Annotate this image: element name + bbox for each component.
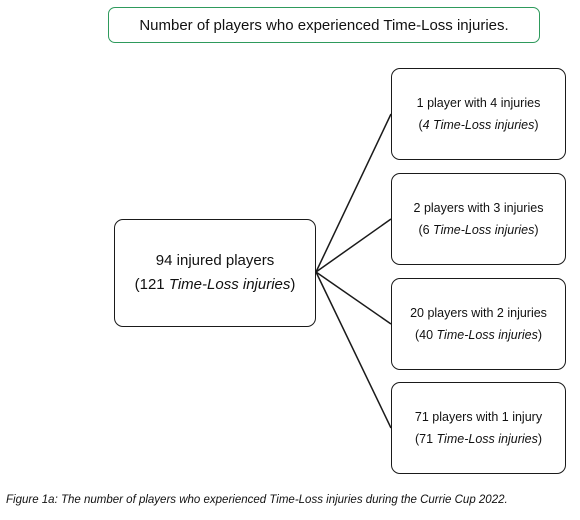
leaf-node-main: 71 players with 1 injury [414, 410, 543, 424]
leaf-node-3: 20 players with 2 injuries (40 Time-Loss… [391, 278, 566, 370]
leaf-node-4: 71 players with 1 injury (71 Time-Loss i… [391, 382, 566, 474]
leaf-node-main: 2 players with 3 injuries [413, 201, 544, 215]
connector-line-4 [315, 271, 392, 429]
figure-caption: Figure 1a: The number of players who exp… [6, 494, 508, 506]
leaf-node-sub: (4 Time-Loss injuries) [418, 118, 539, 132]
root-node: 94 injured players (121 Time-Loss injuri… [114, 219, 316, 327]
root-node-sub: (121 Time-Loss injuries) [134, 276, 296, 293]
leaf-node-sub: (40 Time-Loss injuries) [414, 328, 543, 342]
diagram-title: Number of players who experienced Time-L… [108, 7, 540, 43]
connector-line-2 [315, 218, 392, 273]
leaf-node-1: 1 player with 4 injuries (4 Time-Loss in… [391, 68, 566, 160]
leaf-node-sub: (71 Time-Loss injuries) [414, 432, 543, 446]
leaf-node-main: 20 players with 2 injuries [410, 306, 547, 320]
leaf-node-sub: (6 Time-Loss injuries) [418, 223, 539, 237]
diagram-title-text: Number of players who experienced Time-L… [139, 16, 509, 34]
connector-line-3 [315, 271, 392, 325]
leaf-node-2: 2 players with 3 injuries (6 Time-Loss i… [391, 173, 566, 265]
root-node-main: 94 injured players [155, 252, 275, 269]
connector-line-1 [315, 113, 392, 273]
leaf-node-main: 1 player with 4 injuries [416, 96, 541, 110]
